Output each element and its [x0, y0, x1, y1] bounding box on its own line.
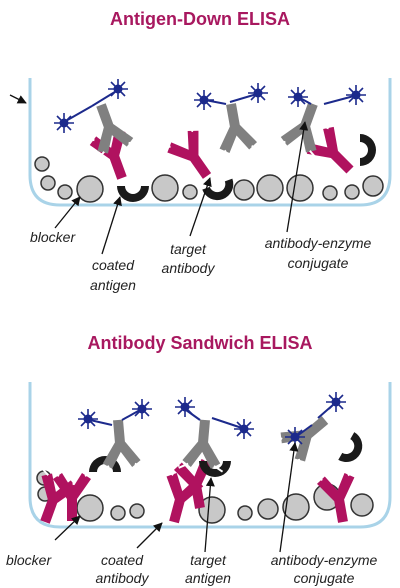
panel2-label-target-2: antigen [185, 570, 231, 586]
panel1-label-conjugate-1: antibody-enzyme [265, 235, 372, 251]
panel1-label-conjugate-2: conjugate [288, 255, 349, 271]
panel2-coated-antibodies [24, 455, 364, 530]
panel2-label-coated-1: coated [101, 552, 144, 568]
panel2-label-conjugate-2: conjugate [294, 570, 355, 586]
panel2-label-target-1: target [190, 552, 227, 568]
panel1-label-coated-1: coated [92, 257, 135, 273]
panel1-label-blocker: blocker [30, 229, 76, 245]
panel1-label-target-1: target [170, 241, 207, 257]
panel2-label-blocker: blocker [6, 552, 52, 568]
panel2-label-conjugate-1: antibody-enzyme [271, 552, 378, 568]
panel2-label-coated-2: antibody [96, 570, 150, 586]
panel1-label-target-2: antibody [162, 260, 216, 276]
panel1-target-antibodies [84, 119, 365, 189]
panel1-label-coated-2: antigen [90, 277, 136, 293]
